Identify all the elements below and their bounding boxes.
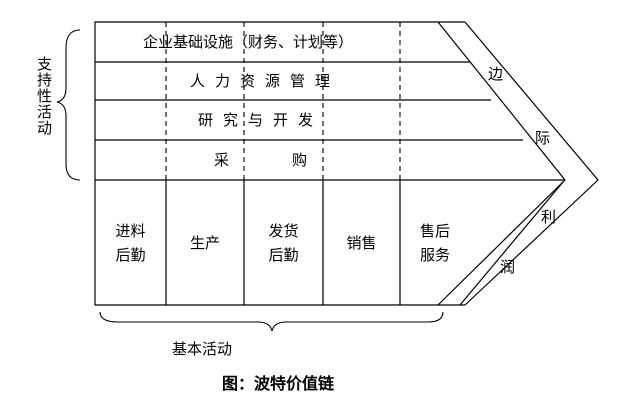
primary-cell-line: 销售 [346,233,377,252]
margin-char-2: 际 [535,129,551,147]
primary-cell-service: 售后 服务 [400,180,470,305]
primary-cell-line: 售后 [419,221,450,240]
outer-arrow [464,21,599,306]
primary-brace [99,311,444,332]
primary-group-label: 基本活动 [172,340,233,358]
margin-divider [459,181,564,306]
margin-char-4: 润 [500,258,516,276]
outer-frame [94,21,438,306]
margin-char-3: 利 [541,208,557,226]
support-row-rnd: 研究与开发 [198,111,324,129]
support-group-label: 支持性活动 [35,56,53,136]
figure-caption: 图：波特价值链 [222,374,335,393]
primary-cell-line: 服务 [419,245,450,264]
primary-cell-sales: 销售 [323,180,400,305]
primary-cell-line: 后勤 [268,245,299,264]
primary-cell-line: 生产 [189,233,220,252]
support-row-hr: 人力资源管理 [190,72,341,90]
support-brace [56,29,81,181]
primary-cell-line: 后勤 [115,245,146,264]
margin-char-1: 边 [488,65,504,83]
primary-cell-operations: 生产 [166,180,244,305]
primary-cell-outbound-logistics: 发货 后勤 [244,180,323,305]
primary-cell-line: 发货 [268,221,299,240]
primary-cell-inbound-logistics: 进料 后勤 [95,180,166,305]
support-row-procurement-char-1: 采 [214,151,230,169]
support-row-procurement-char-2: 购 [292,151,308,169]
primary-cell-line: 进料 [115,221,146,240]
support-row-infrastructure: 企业基础设施（财务、计划等） [143,33,354,51]
